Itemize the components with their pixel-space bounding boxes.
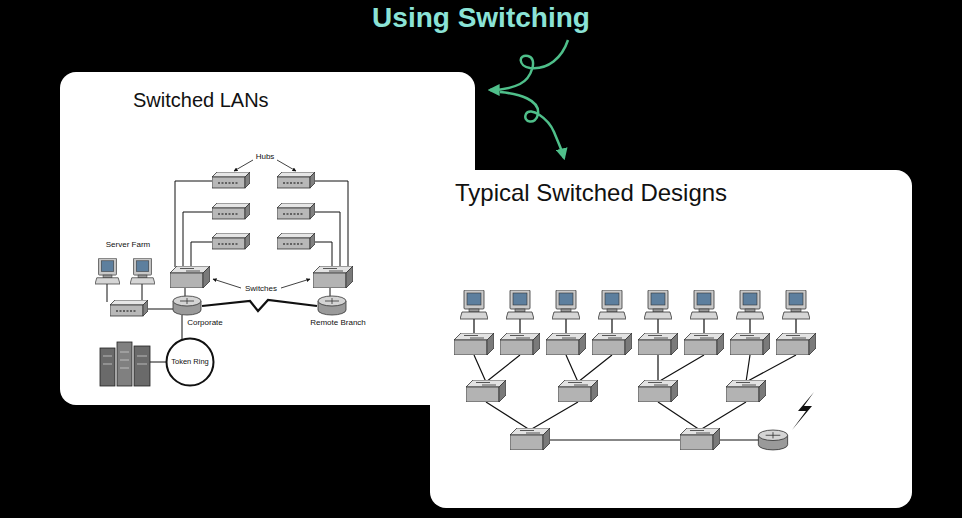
switch-icon <box>510 428 550 450</box>
pc-icon <box>552 290 580 319</box>
wire <box>548 439 760 440</box>
wire <box>315 212 340 267</box>
mainframe-stripes <box>103 352 147 368</box>
hub-icon <box>277 203 315 219</box>
switch-icon <box>638 380 678 402</box>
label-holder: Hubs <box>256 152 275 161</box>
pc-icon <box>690 290 718 319</box>
switch-icon <box>546 333 586 355</box>
pc-icon <box>644 290 672 319</box>
wire <box>148 309 173 310</box>
switch-icon <box>454 333 494 355</box>
wire <box>142 284 143 302</box>
pc-icon <box>460 290 488 319</box>
switched-design-illustration <box>430 170 912 508</box>
leader-arrow <box>277 160 296 171</box>
panel-heading: Switched LANs <box>133 88 269 113</box>
title-holder: Using Switching <box>0 0 962 36</box>
switch-icon <box>684 333 724 355</box>
switch-icon <box>680 428 720 450</box>
hub-icon <box>110 300 148 316</box>
network-wires <box>474 318 796 440</box>
pc-icon <box>736 290 764 319</box>
wire <box>182 315 183 340</box>
switched-lan-illustration <box>60 72 475 405</box>
router-icon <box>318 296 346 315</box>
wire <box>175 181 212 267</box>
label-holder: Server Farm <box>106 240 150 249</box>
pc-icon <box>782 290 810 319</box>
switch-icon <box>558 380 598 402</box>
hub-icon <box>212 203 250 219</box>
leader-arrow <box>281 279 310 288</box>
page-title: Using Switching <box>372 0 590 36</box>
server-icon <box>95 258 120 284</box>
site-label: Remote Branch <box>310 318 366 327</box>
wire <box>183 212 212 267</box>
wire <box>474 355 796 382</box>
wire <box>486 402 746 430</box>
leader-arrow <box>213 279 241 288</box>
pc-icon <box>598 290 626 319</box>
ring-label: Token Ring <box>171 357 209 366</box>
device-label: Server Farm <box>106 240 150 249</box>
device-label: Hubs <box>256 152 275 161</box>
wire <box>191 242 212 267</box>
pc-icon <box>506 290 534 319</box>
switch-icon <box>730 333 770 355</box>
mainframe-cabinet <box>117 342 132 386</box>
switch-icon <box>592 333 632 355</box>
switch-icon <box>466 380 506 402</box>
mainframe-cabinet <box>134 346 150 386</box>
hub-icon <box>212 233 250 249</box>
panel-card: Typical Switched Designs <box>430 170 912 508</box>
switch-icon <box>500 333 540 355</box>
token-ring-circle: Token Ring <box>165 337 215 387</box>
hub-icon <box>277 172 315 188</box>
network-wires <box>107 181 348 362</box>
ring-shape <box>167 339 214 386</box>
wan-link <box>202 300 317 311</box>
hub-icon <box>277 233 315 249</box>
wire <box>315 181 348 267</box>
curly-arrow <box>490 40 568 90</box>
label-holder: Corporate <box>187 318 223 327</box>
device-label: Switches <box>245 284 277 293</box>
leader-arrow <box>234 160 253 171</box>
mainframe-cabinet <box>100 348 115 386</box>
panel-card: Switched LANsToken Ring HubsServer FarmSw… <box>60 72 475 405</box>
wire <box>315 242 332 267</box>
wire <box>107 284 108 302</box>
site-label: Corporate <box>187 318 223 327</box>
hub-icon <box>212 172 250 188</box>
wan-bolt <box>792 392 814 430</box>
switch-icon <box>726 380 766 402</box>
wire <box>150 362 166 363</box>
switch-icon <box>170 266 210 288</box>
label-holder: Remote Branch <box>310 318 366 327</box>
mainframe-icon <box>100 342 150 386</box>
router-icon <box>758 430 787 450</box>
curly-arrow <box>500 92 564 158</box>
switch-icon <box>776 333 816 355</box>
router-icon <box>173 296 201 315</box>
switch-icon <box>638 333 678 355</box>
panel-heading: Typical Switched Designs <box>455 178 727 208</box>
switch-icon <box>313 266 353 288</box>
label-holder: Switches <box>245 284 277 293</box>
server-icon <box>130 258 155 284</box>
